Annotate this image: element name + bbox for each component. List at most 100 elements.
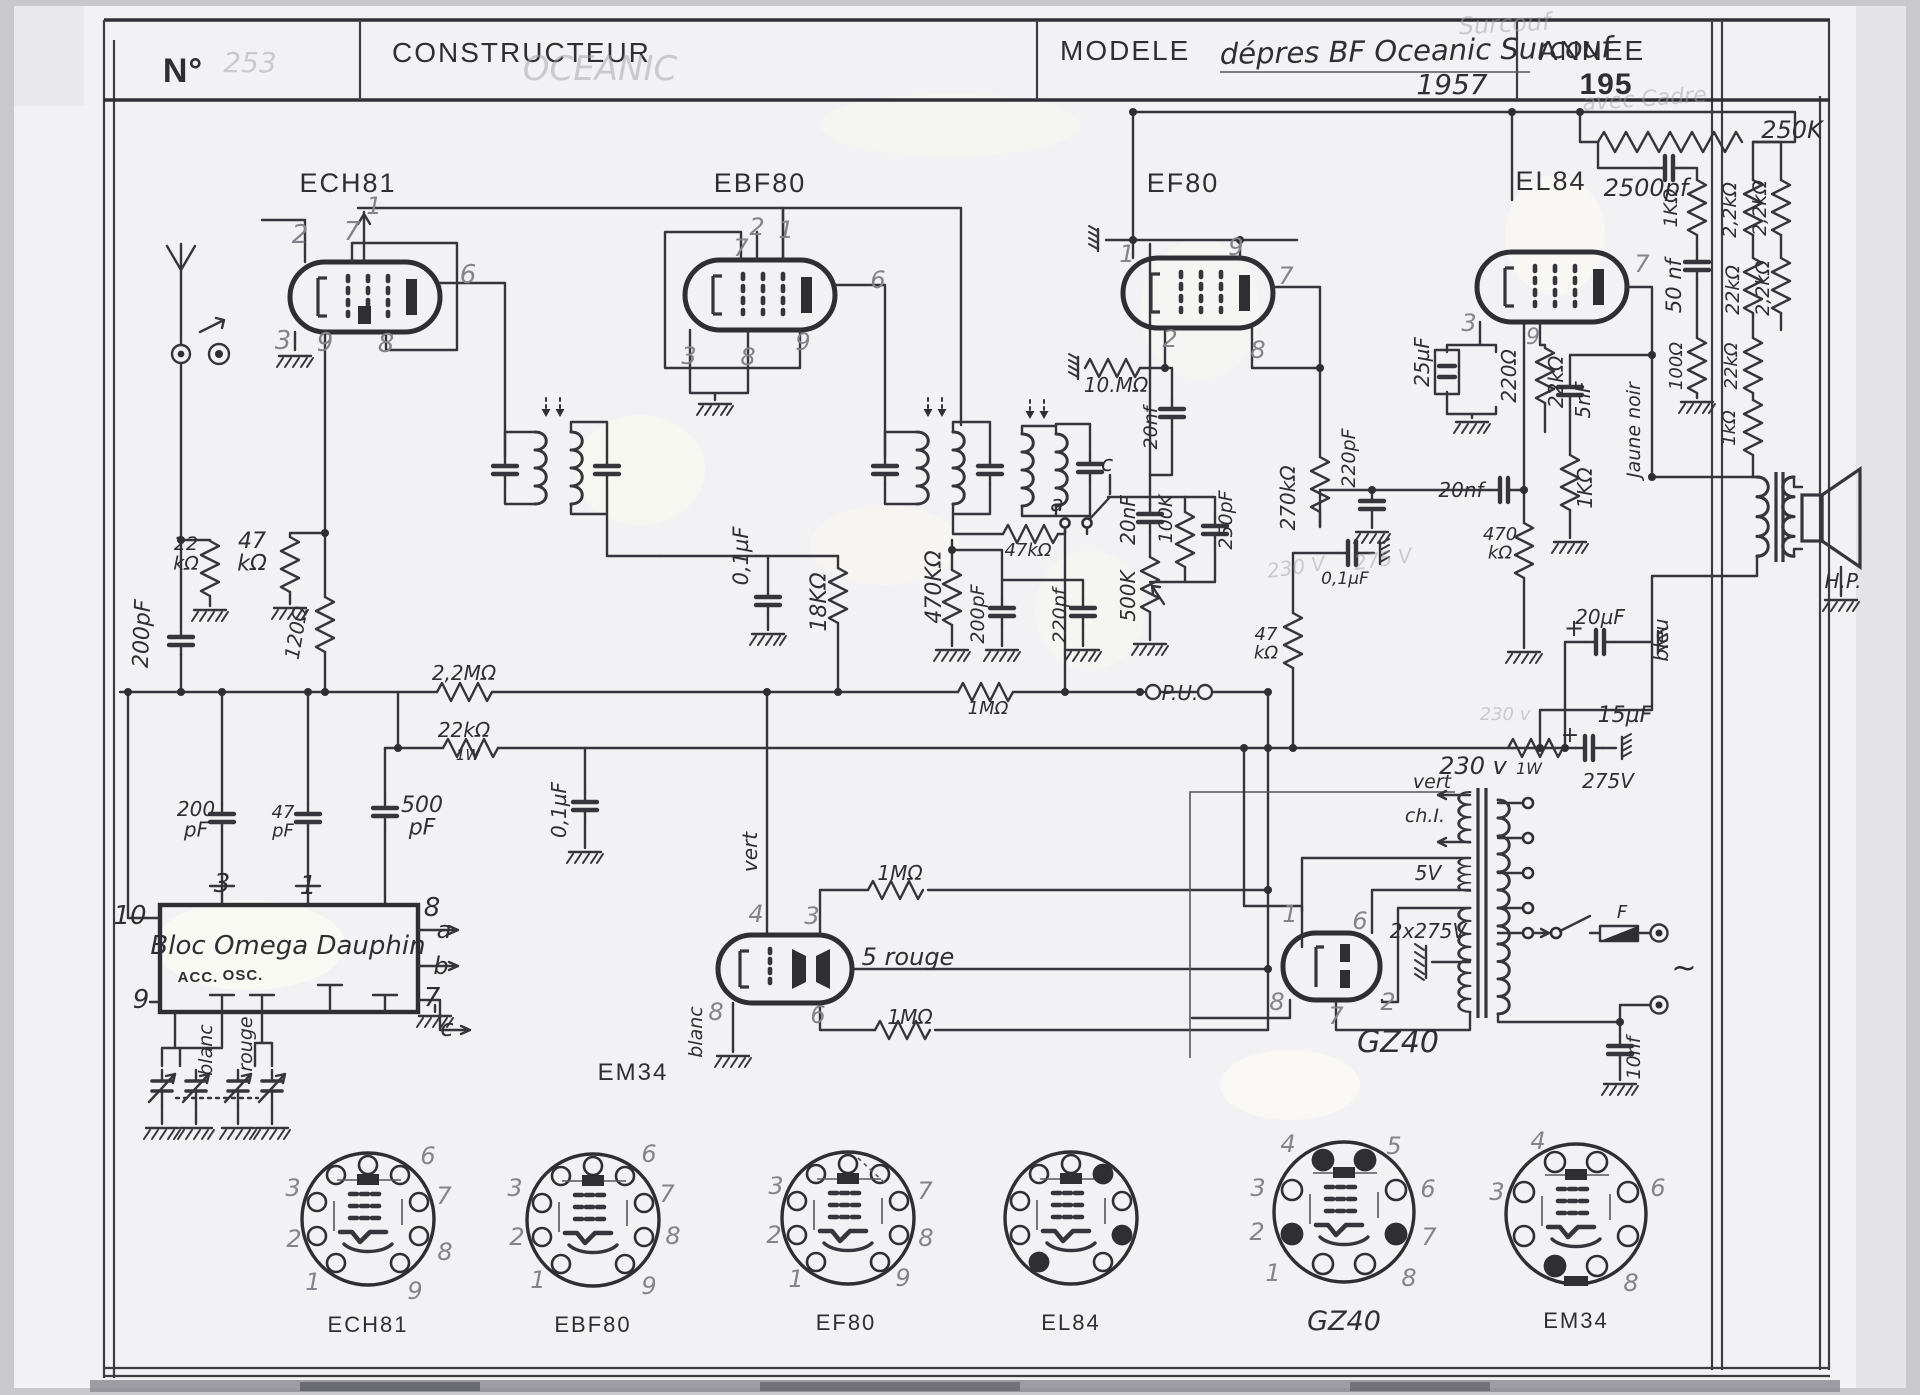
- label-bloc-pin7: 7: [424, 983, 441, 1013]
- label-socket-gz40: GZ40: [1307, 1306, 1381, 1337]
- label-sock-gz40-2: 2: [1249, 1218, 1264, 1246]
- detector-volume-section: [1001, 242, 1227, 694]
- label-c-200pf-ant: 200pF: [129, 599, 156, 669]
- label-sock-ebf80-2: 2: [509, 1223, 524, 1251]
- label-ef80-pin8: 8: [1250, 336, 1265, 364]
- label-ebf80-pin7: 7: [733, 234, 749, 262]
- avc-and-ht-buses: [118, 626, 1669, 1032]
- label-sock-ebf80-9: 9: [641, 1272, 656, 1300]
- label-ech81-pin8: 8: [378, 329, 395, 359]
- antenna-input-section: [165, 242, 231, 694]
- label-header-constructeur: CONSTRUCTEUR: [392, 37, 651, 68]
- tube-el84-symbol: [1433, 110, 1654, 555]
- label-ech81-pin9: 9: [317, 328, 334, 358]
- label-c-250pf: 250pF: [1215, 489, 1237, 549]
- label-sock-ech81-1: 1: [305, 1268, 320, 1296]
- label-ef80-pin9: 9: [1228, 233, 1243, 261]
- label-sock-em34-8: 8: [1623, 1269, 1638, 1297]
- label-bloc-out-c: c: [440, 1014, 453, 1042]
- label-tr-5v: 5V: [1415, 861, 1443, 885]
- label-bloc-rouge: rouge: [235, 1016, 257, 1071]
- res-250k: [1596, 130, 1744, 154]
- label-ebf80-pin6: 6: [870, 266, 885, 294]
- label-r-22k-lad3: 22kΩ: [1721, 342, 1742, 389]
- label-em34-pin3: 3: [804, 902, 819, 930]
- label-sock-ebf80-1: 1: [530, 1266, 545, 1294]
- label-r-250k: 250K: [1761, 116, 1825, 144]
- label-c-50nf: 50 nf: [1662, 255, 1686, 313]
- label-sock-ebf80-6: 6: [641, 1140, 656, 1168]
- label-gz40-pin7: 7: [1328, 1002, 1344, 1030]
- label-em34-vert: vert: [738, 831, 762, 872]
- label-c-20nf-el84: 20nf: [1438, 478, 1486, 502]
- label-r-2k2-lad1: 2,2kΩ: [1719, 182, 1741, 238]
- label-c-20nf-ef80: 20nf: [1140, 403, 1162, 449]
- tone-ladder-network: [1131, 110, 1797, 479]
- label-header-annee: ANNEE: [1539, 35, 1645, 66]
- label-r-10m: 10.MΩ: [1084, 373, 1149, 397]
- label-r-100k: 100K: [1155, 493, 1177, 543]
- label-sock-em34-6: 6: [1650, 1174, 1665, 1202]
- label-bloc-acc: ACC.: [178, 969, 219, 986]
- label-sock-gz40-4: 4: [1280, 1130, 1295, 1158]
- label-pu-jack: P.U.: [1162, 681, 1199, 705]
- label-c-01uf-em34: 0,1µF: [547, 781, 571, 838]
- label-r-1m-em34-bot: 1MΩ: [887, 1005, 933, 1029]
- label-r-22k-1w-w: 1W: [456, 746, 482, 764]
- label-c-20nf-vol: 20nF: [1116, 495, 1140, 545]
- socket-ef80-diagram: [782, 1152, 914, 1284]
- label-el84-pin9: 9: [1526, 325, 1540, 350]
- label-header-annee-value: 195: [1579, 68, 1632, 101]
- label-c-5nf: 5nF: [1571, 381, 1595, 418]
- antenna-t-mark: [198, 316, 226, 334]
- padder-capacitors: [210, 690, 397, 907]
- label-sock-em34-3: 3: [1489, 1178, 1504, 1206]
- label-c-20uf: 20µF: [1575, 605, 1625, 629]
- label-ebf80-pin2: 2: [749, 213, 764, 241]
- bloc-arrow-a: [416, 924, 460, 936]
- label-w-jaune-noir: Jaune noir: [1623, 381, 1645, 482]
- label-sock-ebf80-8: 8: [665, 1222, 680, 1250]
- label-r-220: 220Ω: [1497, 349, 1521, 403]
- label-em34-pin5-rouge: 5 rouge: [862, 943, 955, 971]
- label-c-25uf: 25µF: [1410, 337, 1434, 387]
- label-r-2k2-lad3: 2,2kΩ: [1752, 260, 1774, 316]
- label-r-1w: 1W: [1516, 759, 1543, 778]
- label-c-01uf-if: 0,1µF: [729, 526, 753, 586]
- label-header-no: N°: [163, 52, 203, 90]
- label-ech81-pin7: 7: [344, 217, 361, 247]
- label-c-2500pf: 2500pf: [1604, 174, 1692, 202]
- label-tube-ech81: ECH81: [299, 168, 396, 198]
- label-r-270k: 270kΩ: [1276, 465, 1300, 531]
- label-ech81-pin6: 6: [460, 260, 477, 290]
- label-r-47k-det: 47kΩ: [1004, 540, 1051, 561]
- socket-em34-diagram: [1506, 1144, 1646, 1286]
- label-tube-ebf80: EBF80: [714, 168, 807, 198]
- label-r-22k-scr: 22kΩ: [1544, 355, 1568, 408]
- label-r-1k-tone: 1KΩ: [1573, 467, 1597, 509]
- label-em34-pin4: 4: [748, 900, 763, 928]
- label-hp: H.P.: [1824, 569, 1861, 593]
- junction-dots: [124, 108, 1656, 1026]
- label-sock-ebf80-3: 3: [507, 1174, 522, 1202]
- label-gz40-pin1: 1: [1282, 900, 1297, 928]
- label-v-230: 230 v: [1439, 752, 1507, 780]
- label-sock-ef80-3: 3: [768, 1172, 783, 1200]
- label-sock-ech81-3: 3: [285, 1174, 300, 1202]
- tube-ebf80-symbol: [663, 206, 887, 458]
- label-ghost-surcouf: Surcouf: [1458, 7, 1555, 40]
- label-sock-ef80-1: 1: [788, 1265, 803, 1293]
- label-socket-ebf80: EBF80: [554, 1312, 631, 1337]
- label-sock-ech81-6: 6: [420, 1142, 435, 1170]
- label-sock-ebf80-7: 7: [659, 1180, 675, 1208]
- label-mains: ~: [1671, 951, 1696, 986]
- label-fuse-f: F: [1617, 902, 1628, 923]
- speaker-horn: [1820, 465, 1862, 571]
- label-sock-ech81-9: 9: [407, 1277, 422, 1305]
- label-v-275: 275V: [1582, 769, 1635, 793]
- label-sw-a: a: [1050, 492, 1063, 517]
- label-sock-ech81-7: 7: [436, 1182, 452, 1210]
- if-transformer-1: [493, 397, 662, 558]
